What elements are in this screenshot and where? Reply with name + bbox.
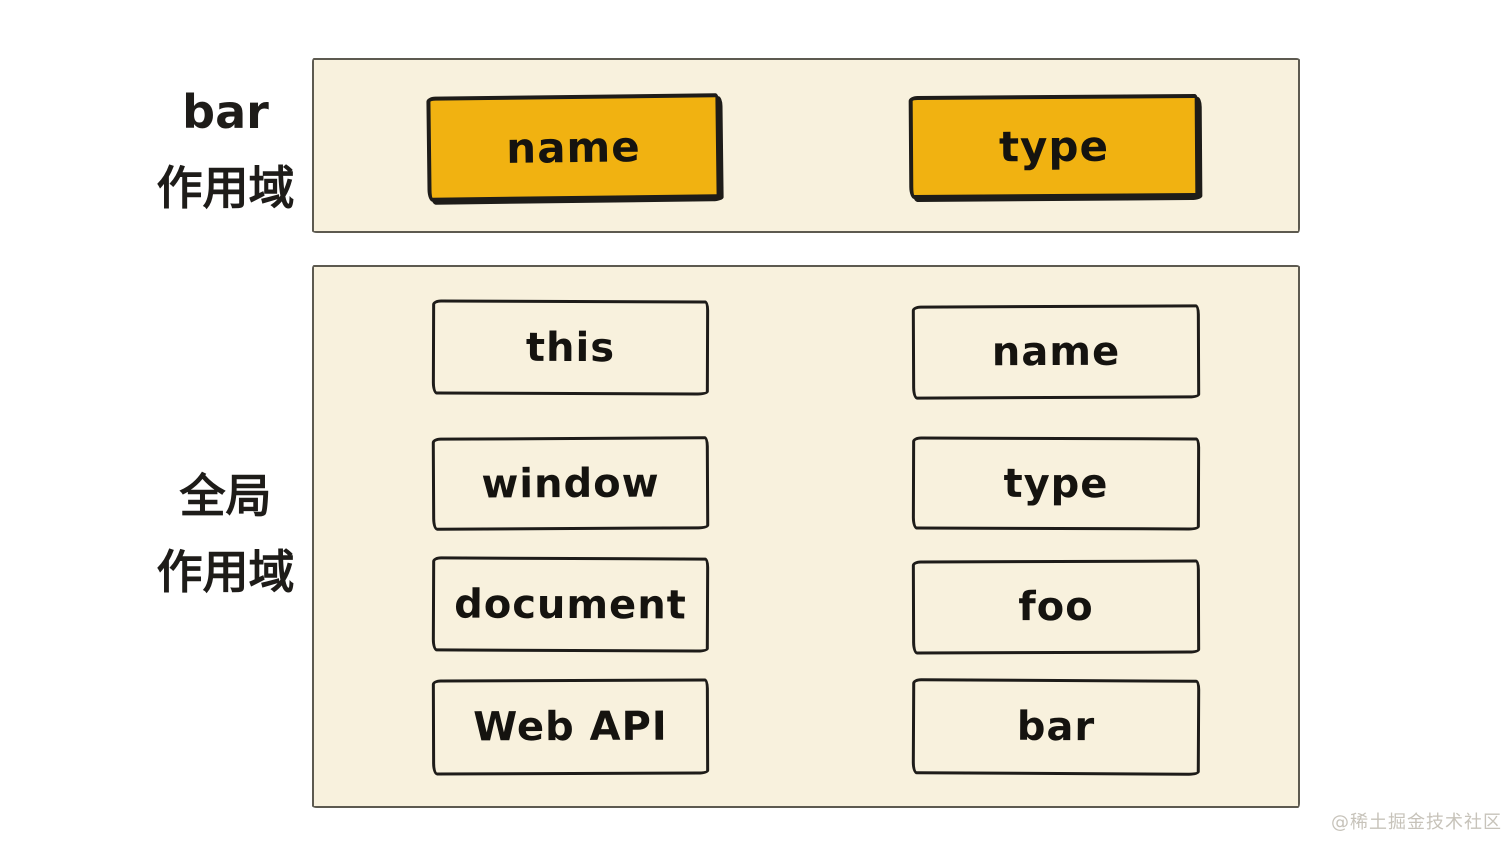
global-scope-panel: this window document Web API name type f… xyxy=(312,265,1300,808)
global-scope-var-this: this xyxy=(431,299,710,396)
bar-scope-label-line1: bar xyxy=(182,85,269,139)
bar-scope-panel: name type xyxy=(312,58,1300,233)
bar-scope-var-name: name xyxy=(426,93,721,202)
global-scope-var-foo: foo xyxy=(911,559,1201,655)
global-scope-var-window: window xyxy=(431,436,710,531)
global-scope-var-document: document xyxy=(431,556,710,653)
global-scope-label-line1: 全局 xyxy=(179,469,272,523)
bar-scope-label-line2: 作用域 xyxy=(156,161,295,215)
global-scope-var-bar: bar xyxy=(911,678,1201,776)
global-scope-var-type: type xyxy=(911,436,1201,531)
global-scope-var-web-api: Web API xyxy=(431,678,710,776)
watermark: @稀土掘金技术社区 xyxy=(1331,812,1502,833)
global-scope-var-name: name xyxy=(911,304,1201,400)
global-scope-label-line2: 作用域 xyxy=(156,545,295,599)
bar-scope-label: bar 作用域 xyxy=(128,74,323,226)
bar-scope-var-type: type xyxy=(908,93,1200,200)
global-scope-label: 全局 作用域 xyxy=(128,458,323,610)
